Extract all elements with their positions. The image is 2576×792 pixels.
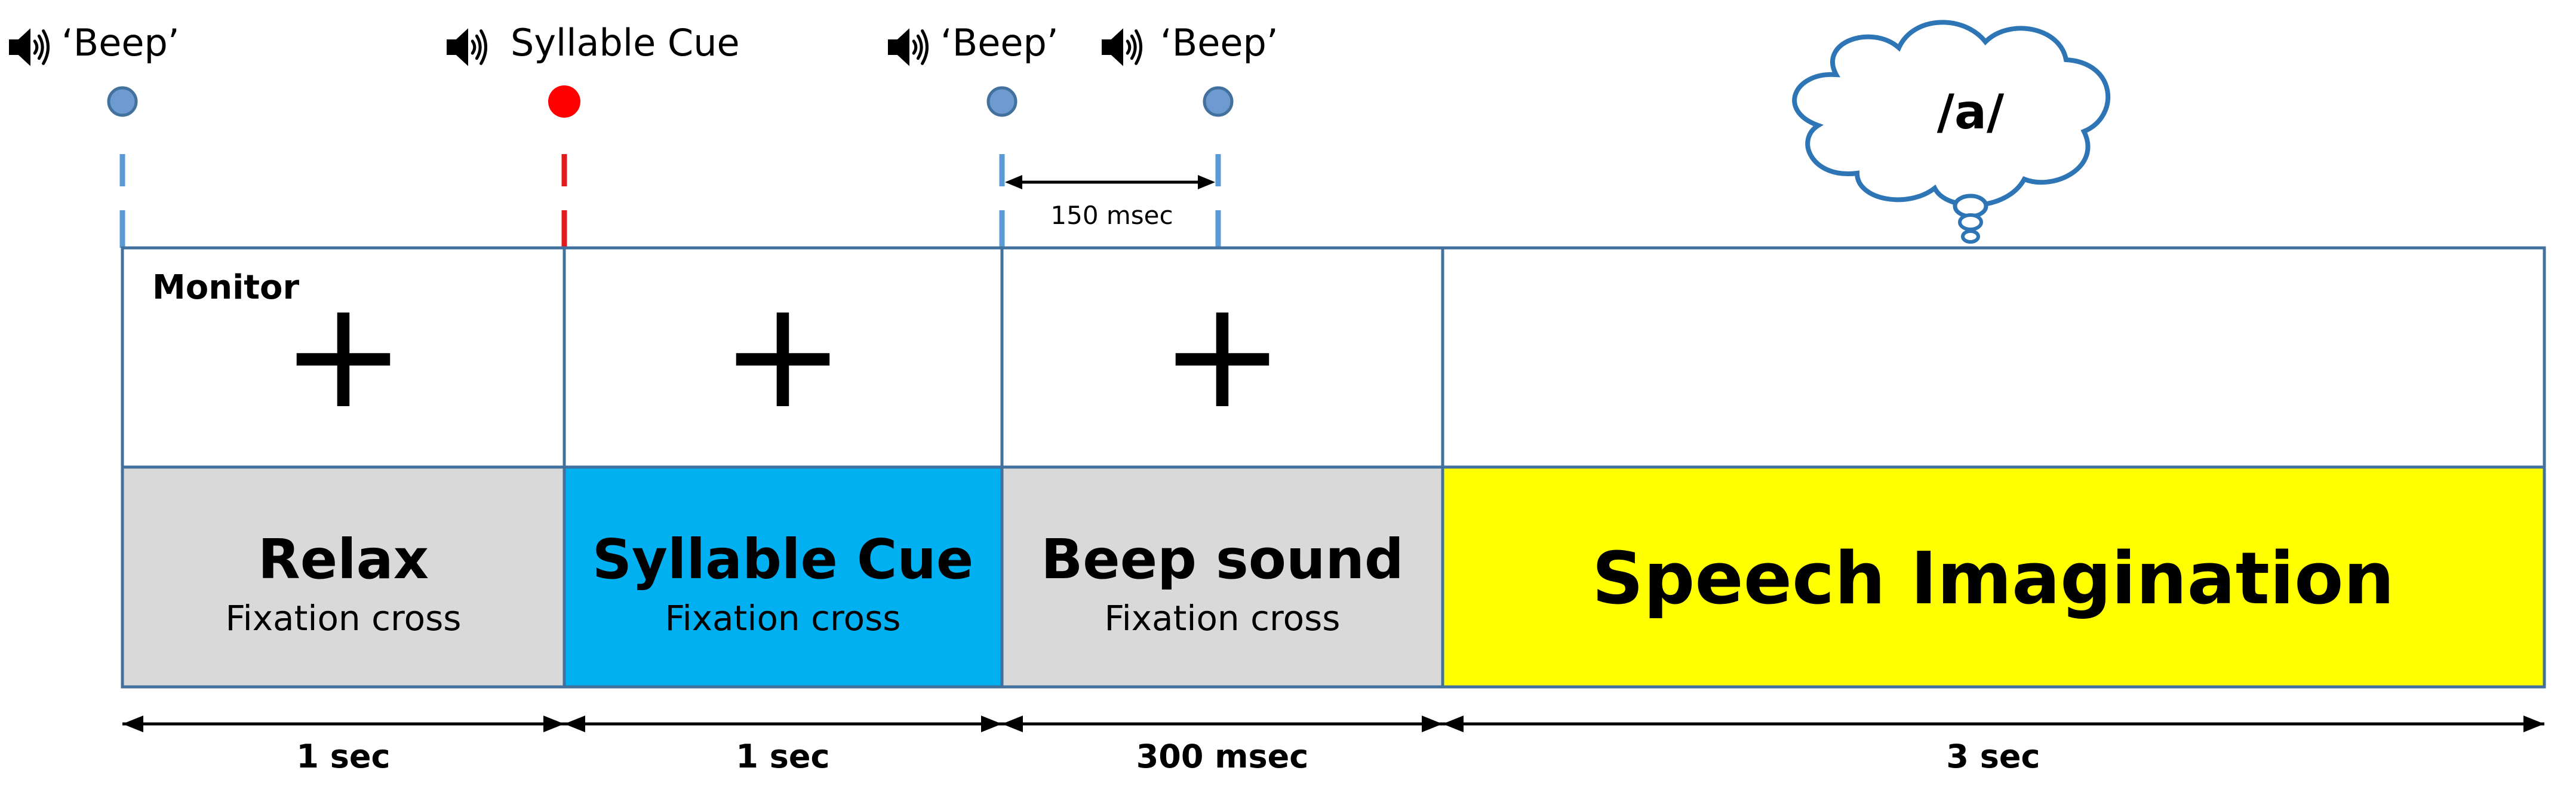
- phase-subtitle: Fixation cross: [225, 598, 461, 638]
- phase-speech-imagination: [1441, 465, 2546, 689]
- beep-dot: [107, 86, 138, 117]
- audio-event-beep-2: ‘Beep’: [888, 21, 1059, 248]
- duration-row: 1 sec 1 sec 300 msec 3 sec: [122, 716, 2544, 775]
- audio-event-syllable-cue: Syllable Cue: [447, 21, 740, 248]
- duration-label: 300 msec: [1136, 738, 1309, 775]
- audio-event-beep-1: ‘Beep’: [9, 21, 180, 248]
- audio-event-label: ‘Beep’: [62, 21, 180, 65]
- arrowhead-left-icon: [1002, 716, 1023, 732]
- phase-subtitle: Fixation cross: [665, 598, 900, 638]
- phase-title: Speech Imagination: [1592, 538, 2394, 621]
- duration-label: 1 sec: [736, 738, 829, 775]
- cue-dot: [548, 85, 580, 118]
- interval-label: 150 msec: [1050, 201, 1173, 230]
- arrowhead-left-icon: [1005, 175, 1022, 189]
- arrowhead-right-icon: [543, 716, 564, 732]
- monitor-cell: [1441, 246, 2546, 469]
- imagined-syllable: /a/: [1937, 84, 2005, 140]
- phase-title: Syllable Cue: [592, 527, 974, 591]
- fixation-cross-icon: +: [281, 268, 405, 441]
- beep-dot: [1203, 86, 1234, 117]
- audio-event-label: ‘Beep’: [1160, 21, 1278, 65]
- phase-beep-sound: [1000, 465, 1444, 689]
- duration-label: 1 sec: [296, 738, 390, 775]
- audio-event-label: ‘Beep’: [940, 21, 1059, 65]
- fixation-cross-icon: +: [720, 268, 845, 441]
- audio-event-beep-3: ‘Beep’: [1102, 21, 1278, 248]
- phase-row: Relax Fixation cross Syllable Cue Fixati…: [121, 465, 2546, 689]
- interval-150ms: 150 msec: [1005, 175, 1215, 230]
- arrowhead-right-icon: [981, 716, 1002, 732]
- thought-bubble-dot: [1961, 229, 1980, 244]
- phase-title: Beep sound: [1041, 527, 1404, 591]
- thought-cloud-icon: [1792, 20, 2111, 208]
- arrowhead-left-icon: [122, 716, 143, 732]
- arrowhead-right-icon: [2523, 716, 2544, 732]
- phase-relax: [121, 465, 566, 689]
- arrowhead-right-icon: [1422, 716, 1443, 732]
- fixation-cross-icon: +: [1160, 268, 1284, 441]
- phase-subtitle: Fixation cross: [1104, 598, 1340, 638]
- thought-bubble-dot: [1958, 213, 1983, 231]
- speaker-icon: [9, 28, 48, 66]
- arrowhead-left-icon: [564, 716, 585, 732]
- monitor-row: Monitor + + +: [121, 246, 2546, 469]
- thought-bubble: /a/: [1792, 20, 2111, 244]
- thought-bubble-dot: [1953, 194, 1988, 219]
- arrowhead-right-icon: [1198, 175, 1215, 189]
- audio-event-label: Syllable Cue: [511, 21, 740, 65]
- speaker-icon: [888, 28, 927, 66]
- duration-label: 3 sec: [1946, 738, 2040, 775]
- arrowhead-left-icon: [1443, 716, 1464, 732]
- phase-syllable-cue: [562, 465, 1004, 689]
- monitor-label: Monitor: [152, 268, 300, 307]
- beep-dot: [986, 86, 1018, 117]
- speaker-icon: [1102, 28, 1141, 66]
- phase-title: Relax: [258, 527, 429, 591]
- speaker-icon: [447, 28, 486, 66]
